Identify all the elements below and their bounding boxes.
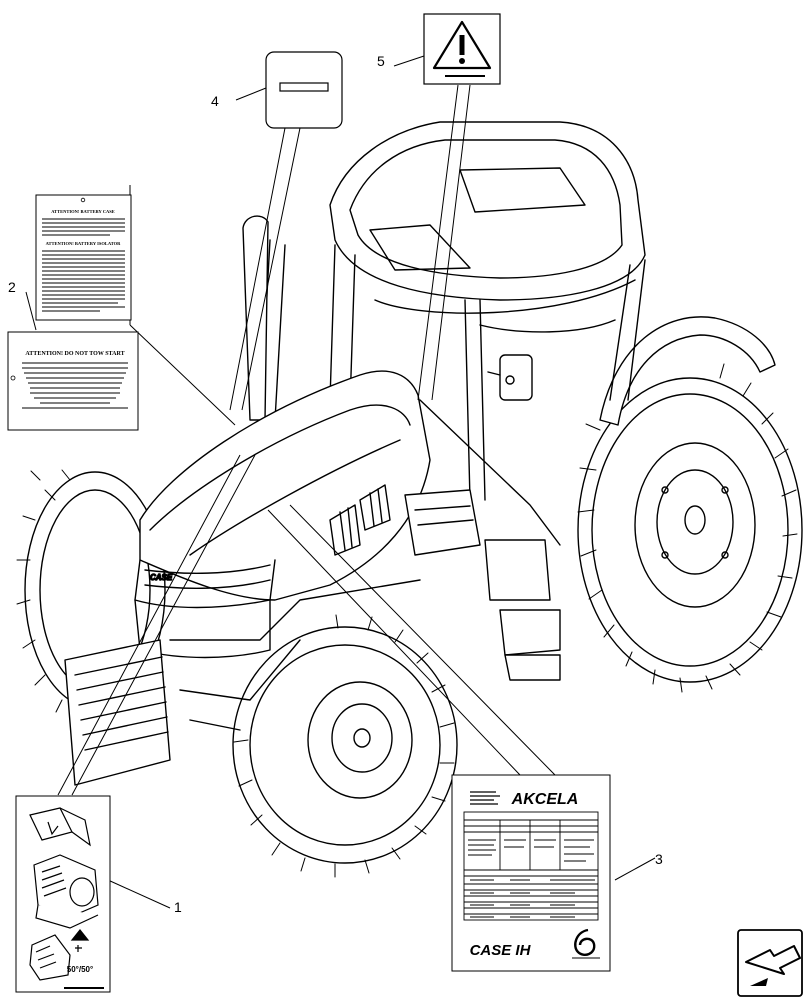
decal-2-lower: ATTENTION! DO NOT TOW START bbox=[7, 331, 139, 431]
next-page-arrow-icon[interactable] bbox=[737, 929, 803, 997]
decal-2-battery-isolator-heading: ATTENTION! BATTERY ISOLATOR bbox=[46, 241, 122, 246]
decal-2-upper-text-block-1 bbox=[42, 218, 125, 236]
decal-2-do-not-tow-heading: ATTENTION! DO NOT TOW START bbox=[25, 351, 124, 357]
warning-triangle-icon bbox=[432, 20, 492, 70]
leader-lines bbox=[25, 55, 656, 909]
front-right-wheel bbox=[232, 614, 458, 878]
callout-2: 2 bbox=[8, 279, 16, 295]
chassis bbox=[169, 579, 421, 731]
decal-3-header-text bbox=[470, 791, 500, 805]
tractor-illustration: CASE bbox=[16, 121, 803, 878]
decal-2-upper: ATTENTION! BATTERY CASE ATTENTION! BATTE… bbox=[35, 194, 132, 321]
decal-3-brand: CASE IH bbox=[470, 942, 532, 959]
svg-text:CASE: CASE bbox=[150, 573, 173, 582]
front-weights bbox=[64, 639, 171, 786]
coolant-icon bbox=[29, 929, 90, 981]
rear-right-wheel bbox=[577, 363, 803, 693]
callout-4: 4 bbox=[211, 93, 219, 109]
decal-2-lower-text-block bbox=[22, 362, 128, 409]
cab-roof bbox=[329, 121, 646, 314]
decal-3-logo: AKCELA bbox=[511, 791, 579, 808]
decal-2-battery-case-heading: ATTENTION! BATTERY CASE bbox=[51, 209, 115, 214]
callout-5: 5 bbox=[377, 53, 385, 69]
decal-2-upper-text-block-2 bbox=[42, 250, 125, 312]
decal-5 bbox=[423, 13, 501, 85]
operator-manual-icon bbox=[29, 807, 91, 847]
engine-fuel-icon bbox=[33, 854, 99, 929]
decal-1-temperature-label: 50°/50° bbox=[67, 965, 93, 974]
decal-3-6-icon bbox=[572, 928, 600, 959]
decal-3-spec-table bbox=[463, 811, 599, 921]
side-mirror bbox=[487, 354, 533, 401]
rear-fender bbox=[599, 316, 776, 426]
decal-3: AKCELA CASE IH bbox=[451, 774, 611, 972]
decal-1: 50°/50° bbox=[15, 795, 111, 993]
battery-and-steps bbox=[404, 489, 561, 681]
callout-3: 3 bbox=[655, 851, 663, 867]
exhaust-pipe bbox=[242, 215, 269, 421]
hood: CASE bbox=[134, 370, 431, 659]
callout-1: 1 bbox=[174, 899, 182, 915]
decal-4 bbox=[265, 51, 343, 129]
